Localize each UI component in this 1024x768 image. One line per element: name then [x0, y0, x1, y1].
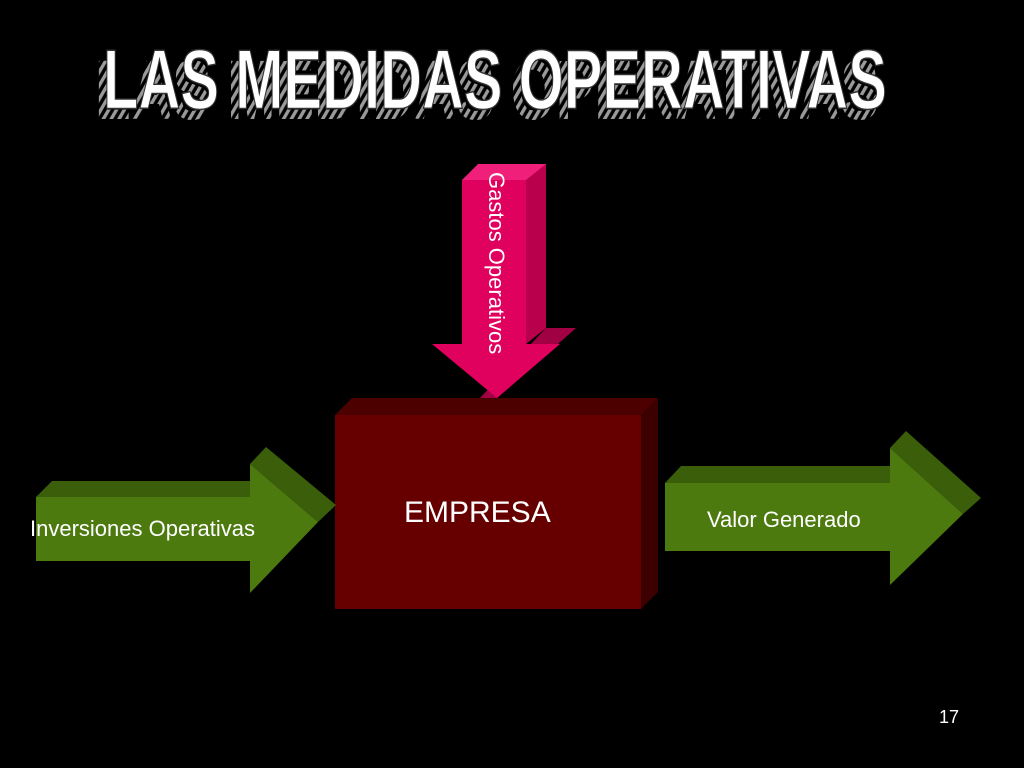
inversiones-operativas-arrow [36, 447, 336, 593]
empresa-box [335, 398, 658, 609]
gastos-operativos-label: Gastos Operativos [484, 172, 509, 355]
slide-title: LAS MEDIDAS OPERATIVAS [103, 34, 887, 127]
page-number: 17 [939, 707, 960, 727]
inversiones-operativas-label: Inversiones Operativas [30, 516, 255, 541]
slide-title-shadow: LAS MEDIDAS OPERATIVAS [95, 44, 879, 137]
empresa-label: EMPRESA [404, 496, 551, 529]
slide-title-group: LAS MEDIDAS OPERATIVAS LAS MEDIDAS OPERA… [95, 34, 888, 138]
valor-generado-label: Valor Generado [707, 507, 861, 532]
gastos-operativos-arrow [432, 164, 576, 398]
valor-generado-arrow [665, 431, 981, 585]
